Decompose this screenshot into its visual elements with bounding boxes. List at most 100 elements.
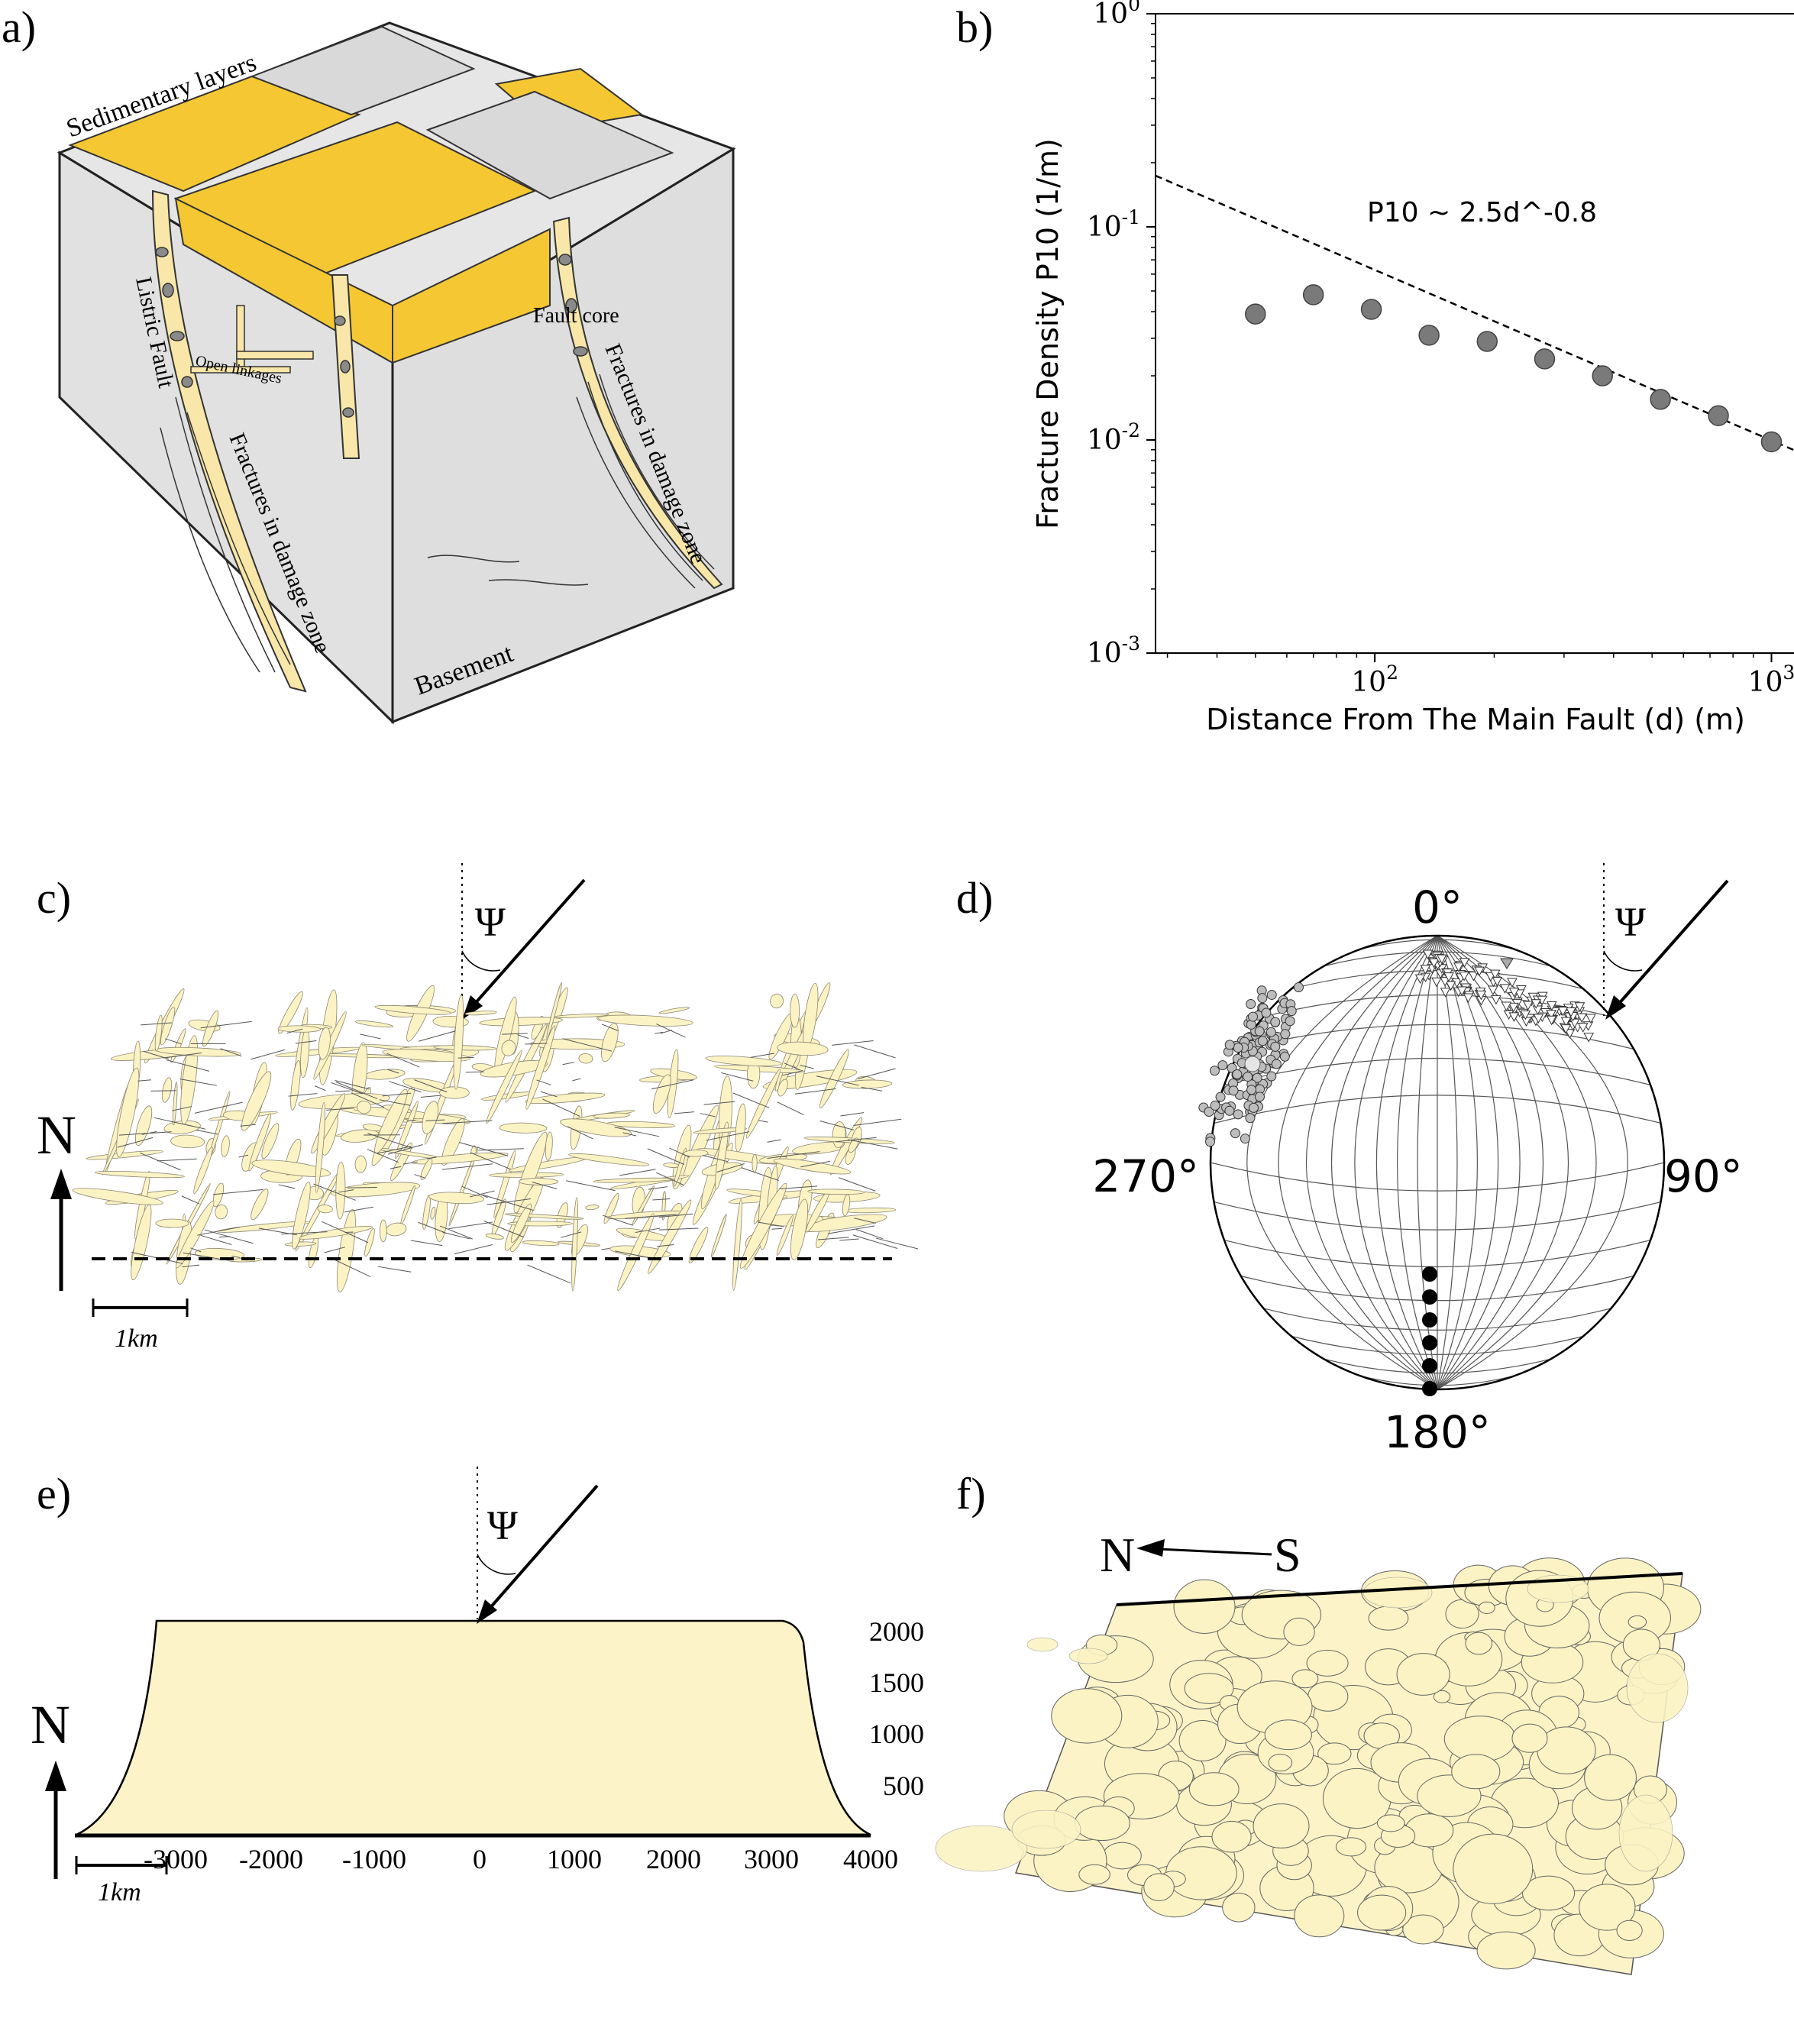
pole-triangle (1583, 1033, 1595, 1043)
great-circle (1278, 936, 1438, 1389)
fracture-disc (1178, 1719, 1227, 1761)
fracture-ellipse (479, 1017, 563, 1027)
fracture-trace (855, 1229, 883, 1240)
fracture-ellipse (241, 1071, 272, 1131)
pole-triangle (1508, 1002, 1519, 1013)
fracture-trace (794, 1088, 836, 1095)
pole-triangle (1456, 986, 1468, 997)
fracture-ellipse (603, 1192, 619, 1224)
fracture-trace (165, 1038, 182, 1045)
pole-circle (1230, 1128, 1240, 1139)
fracture-ellipse (193, 1147, 213, 1194)
pole-triangle (1546, 1010, 1556, 1020)
fracture-ellipse (770, 993, 784, 1009)
scale-bar-label: 1km (115, 1324, 158, 1353)
data-point (1476, 331, 1498, 352)
rock-top-block-1 (250, 25, 476, 116)
pole-circle (1243, 1072, 1253, 1082)
disc-fractures (935, 1557, 1702, 1970)
fracture-disc (1184, 1673, 1234, 1704)
fracture-trace (278, 1184, 296, 1189)
fracture-disc (1584, 1754, 1637, 1801)
fracture-ellipse (134, 1171, 150, 1240)
fracture-ellipse (86, 1150, 164, 1160)
fracture-ellipse (382, 1049, 470, 1062)
fracture-trace (410, 1240, 443, 1247)
panel-c: c) Ψ N 1km (37, 863, 919, 1353)
fracture-trace (861, 1086, 883, 1092)
fracture-disc (1173, 1579, 1236, 1634)
psi-symbol-d: Ψ (1615, 899, 1646, 945)
fracture-ellipse (464, 1011, 497, 1016)
pole-dot (1422, 1381, 1437, 1396)
pole-circle (1270, 1041, 1281, 1052)
fracture-trace (767, 1151, 820, 1159)
tick-label: 10-1 (1087, 206, 1140, 243)
pole-circle (1224, 1105, 1235, 1116)
pole-triangle (1522, 1001, 1534, 1011)
pole-circle (1252, 1072, 1262, 1083)
fracture-ellipse (545, 1131, 553, 1161)
fracture-trace (741, 1167, 779, 1181)
fracture-disc (1291, 1669, 1319, 1689)
fracture-trace (651, 1079, 694, 1090)
fracture-trace (154, 1117, 206, 1130)
fracture-trace (622, 1132, 637, 1137)
fracture-disc-edge (1011, 1810, 1081, 1849)
fracture-trace (525, 1043, 548, 1045)
fracture-trace (619, 1169, 656, 1176)
fracture-ellipse (278, 991, 303, 1034)
fracture-disc (1368, 1606, 1409, 1631)
pole-circle (1248, 1011, 1259, 1022)
fracture-trace (562, 1038, 613, 1052)
fracture-trace (703, 1101, 735, 1105)
small-circle (1214, 1201, 1661, 1231)
fracture-ellipse (330, 1182, 421, 1198)
fracture-trace (655, 1031, 664, 1034)
psi-symbol-e: Ψ (487, 1502, 518, 1548)
pole-circle (1248, 1102, 1259, 1113)
fracture-ellipse (430, 1206, 436, 1220)
fracture-ellipse (154, 1014, 163, 1052)
fracture-disc (1453, 1833, 1534, 1904)
fracture-trace (562, 1062, 575, 1066)
fracture-trace (406, 1119, 415, 1122)
fracture-trace (150, 1090, 176, 1092)
fracture-ellipse (486, 1049, 522, 1124)
pole-circle (1257, 993, 1268, 1004)
fracture-trace (377, 1146, 412, 1154)
fracture-ellipse (617, 1213, 655, 1292)
fracture-ellipse (842, 1079, 893, 1089)
fracture-ellipse (652, 1074, 671, 1114)
psi-arrow-e (482, 1484, 599, 1617)
panel-e-label: e) (37, 1469, 71, 1518)
fracture-ellipse (221, 1135, 230, 1157)
fracture-ellipse (525, 1025, 556, 1110)
fracture-ellipse (161, 1077, 173, 1103)
fracture-ellipse (354, 1155, 367, 1173)
north-label-f: N (1100, 1528, 1135, 1582)
fracture-trace (425, 1119, 445, 1121)
right-fault-zone (552, 216, 723, 590)
fracture-ellipse (386, 1222, 407, 1237)
x-tick-label: 0 (473, 1844, 486, 1874)
y-tick-label: 1500 (869, 1667, 924, 1698)
fracture-trace (635, 1227, 661, 1234)
fracture-trace (517, 1034, 529, 1039)
x-tick-label: -2000 (239, 1844, 303, 1874)
fracture-trace (313, 1183, 356, 1201)
fracture-trace (706, 1131, 750, 1141)
fracture-disc-edge (1068, 1648, 1108, 1664)
fracture-trace (767, 1139, 781, 1143)
pole-circle (1261, 1007, 1272, 1018)
fracture-trace (448, 1221, 493, 1230)
fracture-ellipse (374, 1088, 408, 1154)
fracture-ellipse (745, 1069, 781, 1139)
x-tick-label: 1000 (547, 1844, 602, 1874)
pole-triangle (1468, 972, 1479, 982)
fracture-ellipse (318, 1027, 331, 1060)
fracture-ellipse (439, 1086, 470, 1099)
data-point (1760, 431, 1783, 453)
fracture-ellipse (518, 1178, 559, 1185)
fracture-disc (1478, 1601, 1495, 1614)
